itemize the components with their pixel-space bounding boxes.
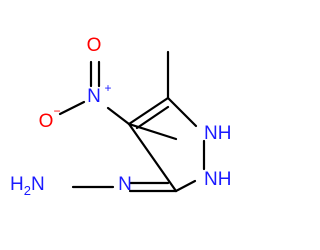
atom-nitro-o-top: O — [87, 35, 102, 56]
bond-c4-c3-double-inner — [135, 105, 170, 130]
charge-nitro-o-left: − — [53, 104, 60, 118]
bond-n1-c5 — [174, 179, 197, 193]
bond-c4-c3-double — [127, 96, 170, 126]
atom-ring-nh-top: NH — [204, 123, 231, 144]
bond-c3-n2 — [166, 96, 198, 128]
atom-nitro-o-left: O — [39, 111, 54, 132]
atom-nitro-n: N — [87, 86, 101, 107]
charge-nitro-n: + — [104, 81, 111, 95]
atom-hydrazone-n: N — [118, 174, 132, 195]
bond-nitro-o-left — [58, 100, 86, 116]
atom-hydrazone-nh2: H2N — [10, 174, 45, 198]
molecule-structure: O N + O − NH NH N H2N — [10, 35, 231, 198]
bond-c4-nitro — [106, 106, 131, 126]
atom-ring-nh-bottom: NH — [204, 169, 231, 190]
bond-c5-c4-ring — [127, 122, 178, 193]
bond-c5-c4 — [127, 122, 178, 141]
